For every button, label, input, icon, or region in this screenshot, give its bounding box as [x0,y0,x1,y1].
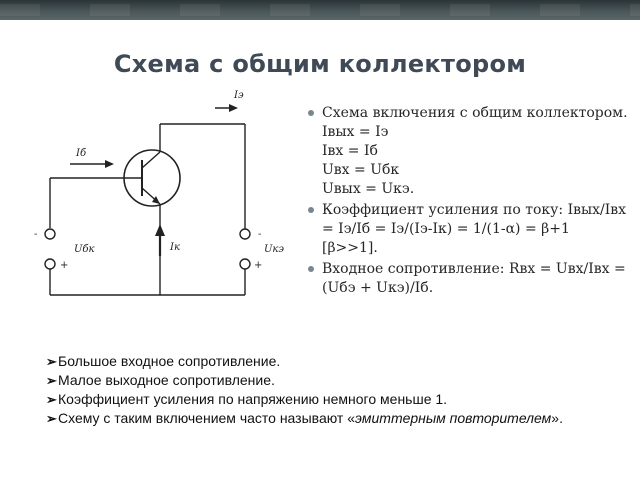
bullet-text: Коэффициент усиления по току: Iвых/Iвх =… [322,202,627,256]
note-text: Малое выходное сопротивление. [58,372,275,388]
slide-title: Схема с общим коллектором [113,50,527,78]
label-ik: Iк [169,242,180,253]
note-text: Большое входное сопротивление. [58,353,281,369]
arrow-bullet-icon: ➢ [46,411,57,426]
round-bullet-icon [308,207,314,213]
arrow-bullet-icon: ➢ [46,392,57,407]
top-decor-lines [0,4,640,16]
bullet-text: Схема включения с общим коллектором. [322,105,628,121]
label-ie: Iэ [233,90,244,101]
bullet-text: Входное сопротивление: Rвх = Uвх/Iвх = (… [322,261,626,296]
ik-arrow-head [155,224,165,236]
round-bullet-icon [308,110,314,116]
label-plus-right: + [254,260,262,271]
ib-arrow-head [105,160,114,168]
arrow-bullet-icon: ➢ [46,373,57,388]
formula-line: Iвых = Iэ [322,124,389,140]
top-decor-bar [0,0,640,20]
label-minus-right: - [258,229,262,240]
banner-fade [460,20,640,40]
ie-arrow-head [229,104,238,112]
label-plus-left: + [60,260,68,271]
input-terminal-plus [44,258,56,270]
note-text-suffix: ». [551,410,563,426]
bullet-item-scheme: Схема включения с общим коллектором. Iвы… [308,104,628,199]
formula-line: Uвых = Uкэ. [322,181,415,197]
note-item: ➢Большое входное сопротивление. [46,352,616,371]
arrow-bullet-icon: ➢ [46,354,57,369]
notes-list: ➢Большое входное сопротивление. ➢Малое в… [46,352,616,428]
label-ib: Iб [75,148,87,159]
label-ubk: Uбк [74,244,95,255]
output-terminal-minus [239,228,251,240]
bullet-list: Схема включения с общим коллектором. Iвы… [308,104,628,300]
bullet-item-gain: Коэффициент усиления по току: Iвых/Iвх =… [308,201,628,258]
collector-lead [141,151,161,169]
emitter-arrow [152,196,160,204]
bullet-item-resistance: Входное сопротивление: Rвх = Uвх/Iвх = (… [308,260,628,298]
output-terminal-plus [239,258,251,270]
input-terminal-minus [44,228,56,240]
note-text: Коэффициент усиления по напряжению немно… [58,391,448,407]
formula-line: Uвх = Uбк [322,162,400,178]
label-minus-left: - [34,229,38,240]
note-text-emphasis: эмиттерным повторителем [355,410,552,426]
note-item: ➢Схему с таким включением часто называют… [46,409,616,428]
round-bullet-icon [308,266,314,272]
common-collector-circuit: Iэ Iб Iк Uбк Uкэ - + - + [34,90,284,296]
formula-line: Iвх = Iб [322,143,378,159]
note-text-prefix: Схему с таким включением часто называют … [58,410,356,426]
note-item: ➢Малое выходное сопротивление. [46,371,616,390]
label-uke: Uкэ [264,244,284,255]
note-item: ➢Коэффициент усиления по напряжению немн… [46,390,616,409]
